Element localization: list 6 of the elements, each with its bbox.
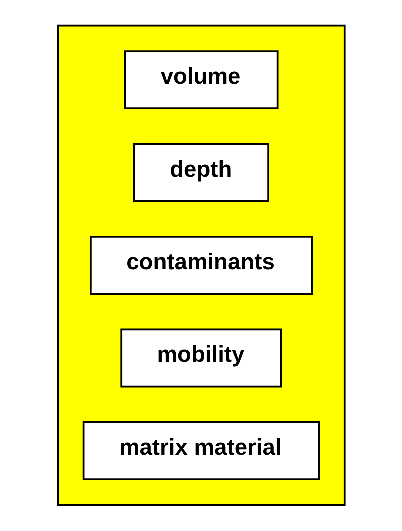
node-box: volume — [124, 50, 278, 110]
node-box: depth — [133, 143, 269, 202]
cluster — [56, 24, 346, 506]
node-box: mobility — [120, 328, 282, 388]
node-box: contaminants — [90, 236, 312, 295]
node-box: matrix material — [82, 422, 320, 480]
